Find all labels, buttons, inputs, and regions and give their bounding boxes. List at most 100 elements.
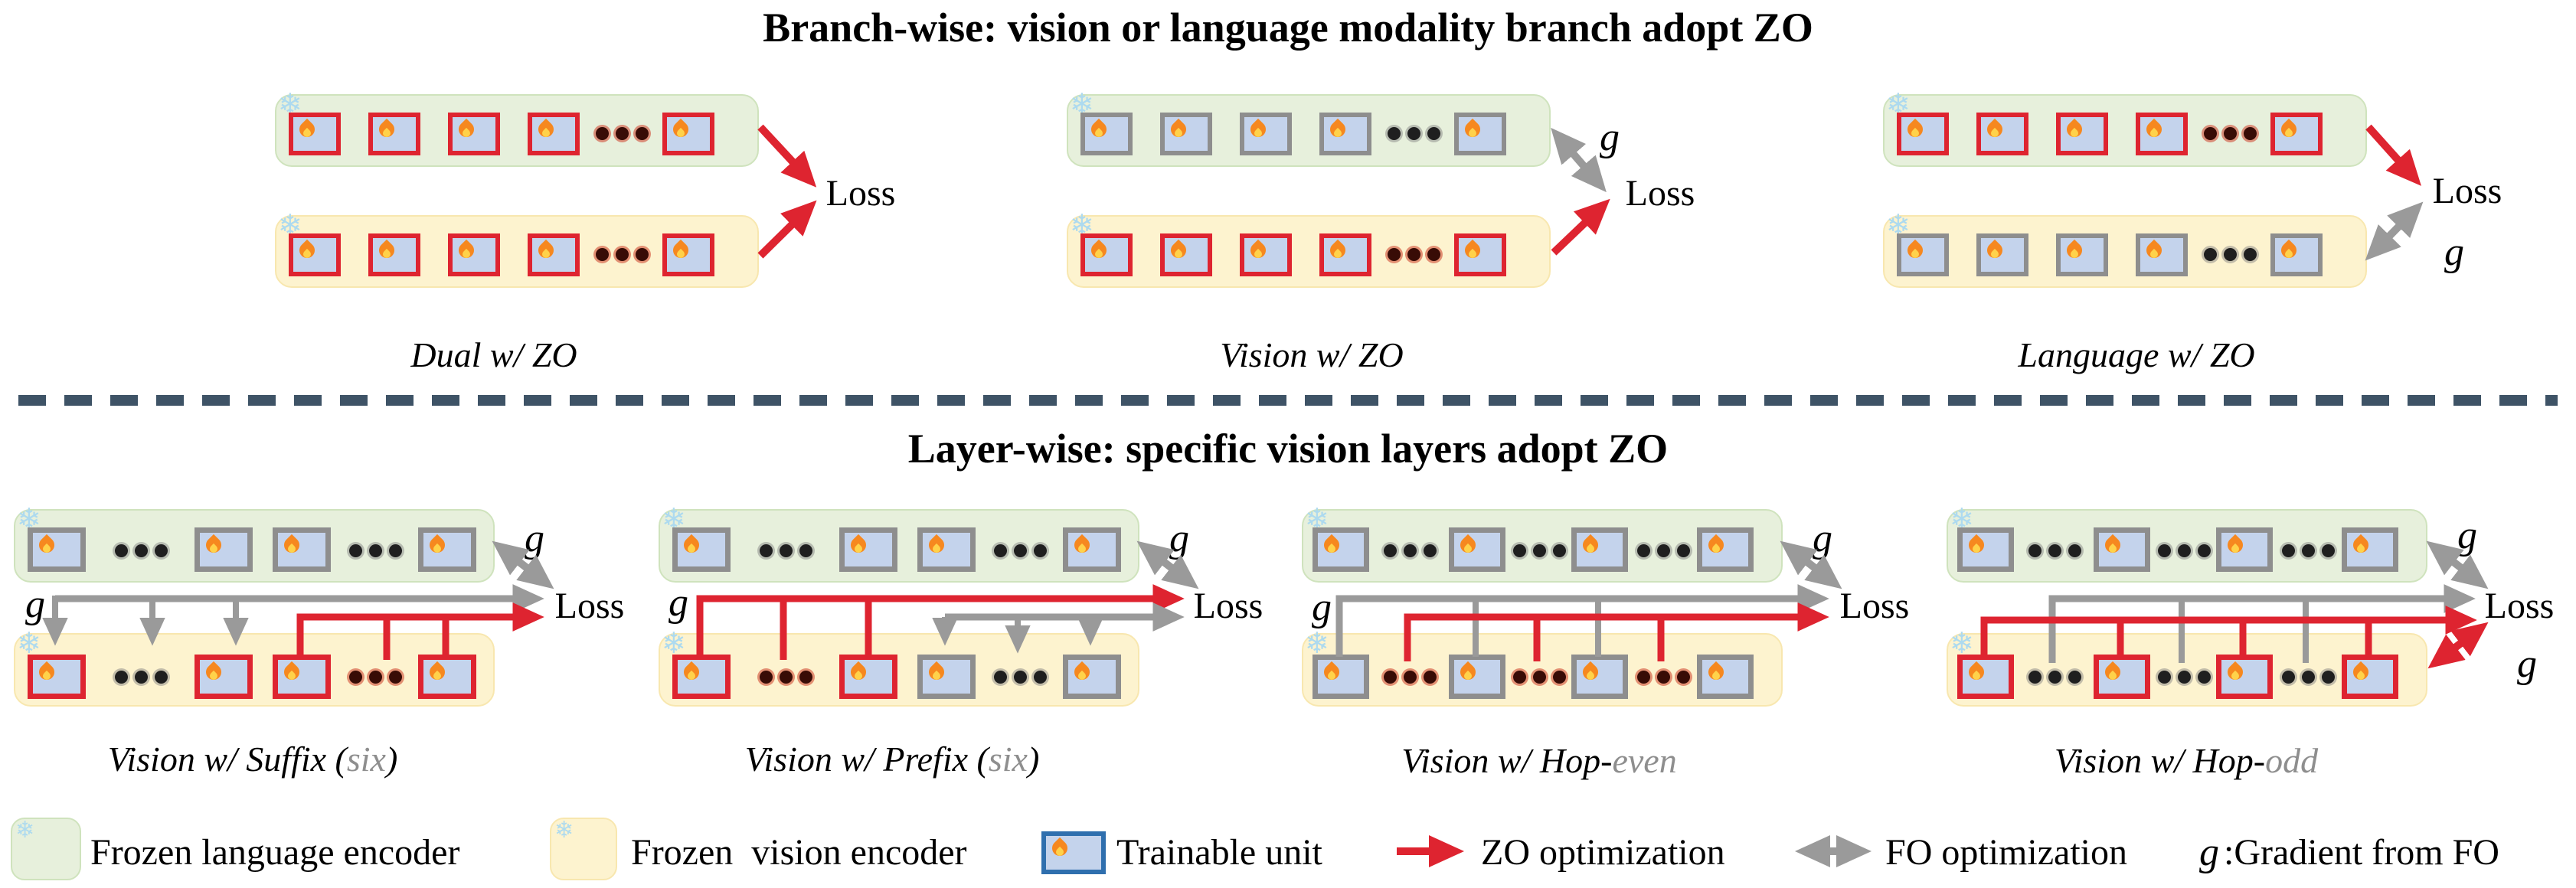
trainable-unit [195,655,253,699]
snowflake-icon: ❄ [662,626,686,660]
flame-icon [1582,663,1599,684]
trainable-unit [2056,113,2108,155]
flame-icon [283,536,300,557]
flame-icon [683,663,700,684]
trainable-unit [418,655,476,699]
legend-zo-label: ZO optimization [1481,832,1725,873]
ellipsis-dots-icon [2158,671,2211,684]
flame-icon [1250,241,1267,263]
ellipsis-dots-icon [596,248,649,261]
ellipsis-dots-icon [2282,544,2335,557]
loss-label: Loss [825,173,896,214]
trainable-unit [368,113,420,155]
dual-language-encoder: ❄ [275,90,759,167]
trainable-unit [1240,113,1292,155]
trainable-unit [1454,233,1506,276]
trainable-unit [1063,655,1121,699]
flame-icon [1708,663,1724,684]
flame-icon [1986,120,2003,142]
flame-icon [1170,120,1187,142]
flame-icon [1460,663,1476,684]
trainable-unit [448,233,500,276]
gradient-label: g [1312,586,1332,629]
flame-icon [1051,839,1068,860]
ellipsis-dots-icon [349,544,402,557]
flame-icon [38,663,55,684]
ellipsis-dots-icon [596,127,649,140]
trainable-unit [1449,527,1505,572]
loss-label: Loss [554,586,625,626]
trainable-unit [2136,233,2188,276]
flame-icon [458,241,475,263]
ellipsis-dots-icon [2204,248,2257,261]
ellipsis-dots-icon [994,671,1047,684]
flame-icon [1464,241,1481,263]
ellipsis-dots-icon [2282,671,2335,684]
ellipsis-dots-icon [1384,671,1437,684]
legend-frozen-language-label: Frozen language encoder [90,832,460,873]
trainable-unit [1319,233,1371,276]
flame-icon [378,241,395,263]
flame-icon [538,241,554,263]
trainable-unit [1454,113,1506,155]
gradient-label: g [2444,230,2464,274]
trainable-unit [273,655,331,699]
suffix-vision-encoder: ❄ [14,628,495,707]
ellipsis-dots-icon [115,544,168,557]
flame-icon [672,120,689,142]
caption-hop-odd: Vision w/ Hop-odd [2054,741,2319,780]
loss-label: Loss [1625,173,1695,214]
trainable-unit [28,527,86,572]
flame-icon [205,663,222,684]
trainable-unit [672,527,731,572]
trainable-unit [289,233,341,276]
flame-icon [458,120,475,142]
flame-icon [1986,241,2003,263]
trainable-unit [672,655,731,699]
caption-dual: Dual w/ ZO [410,335,577,374]
caption-prefix: Vision w/ Prefix (six) [744,739,1040,779]
flame-icon [2227,536,2244,557]
trainable-unit [1697,655,1754,699]
trainable-unit [1160,113,1212,155]
ellipsis-dots-icon [760,671,812,684]
flame-icon [429,536,446,557]
trainable-unit [528,233,580,276]
trainable-unit [368,233,420,276]
snowflake-icon: ❄ [1305,626,1329,660]
trainable-unit [662,113,714,155]
snowflake-icon: ❄ [1950,626,1974,660]
gradient-label: g [2457,514,2477,557]
flame-icon [1968,536,1985,557]
trainable-unit [1319,113,1371,155]
trainable-unit [1240,233,1292,276]
loss-label: Loss [1193,586,1263,626]
gradient-label: g [2517,642,2537,686]
flame-icon [683,536,700,557]
trainable-unit [662,233,714,276]
flame-icon [2146,120,2162,142]
trainable-unit [1697,527,1754,572]
trainable-unit [1080,113,1133,155]
prefix-language-encoder: ❄ [659,504,1139,583]
trainable-unit [1957,527,2014,572]
trainable-unit [195,527,253,572]
loss-label: Loss [2484,586,2555,626]
flame-icon [205,536,222,557]
flame-icon [1329,241,1346,263]
flame-icon [2066,241,2083,263]
legend-frozen-vision-swatch: ❄ [550,818,617,880]
flame-icon [1323,663,1340,684]
flame-icon [2352,536,2369,557]
ellipsis-dots-icon [994,544,1047,557]
trainable-unit [2270,233,2323,276]
hopeven-vision-encoder: ❄ [1302,628,1783,707]
flame-icon [2104,663,2121,684]
ellipsis-dots-icon [1513,544,1566,557]
trainable-unit [2342,527,2398,572]
flame-icon [672,241,689,263]
trainable-unit [448,113,500,155]
trainable-unit [917,527,976,572]
ellipsis-dots-icon [760,544,812,557]
